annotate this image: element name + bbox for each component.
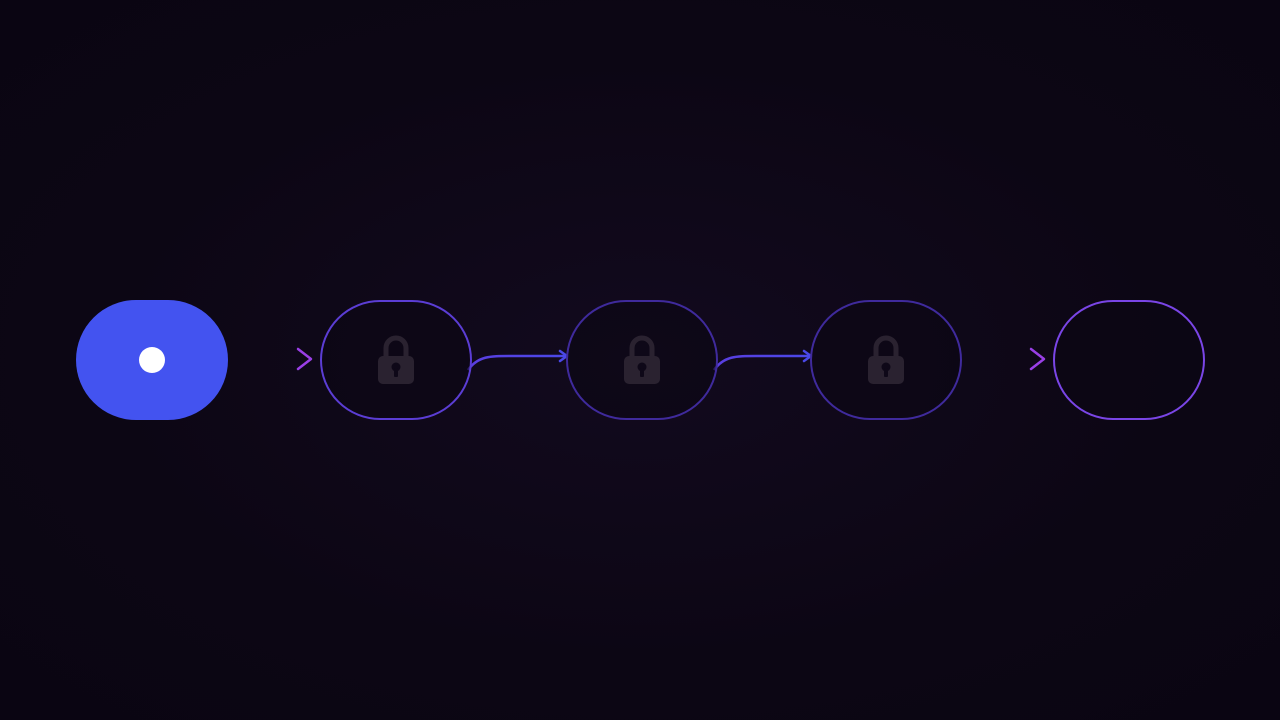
step-node-locked-1[interactable] [320,300,472,420]
step-node-locked-3[interactable] [810,300,962,420]
dot-icon [139,347,165,373]
step-node-locked-2[interactable] [566,300,718,420]
lock-icon [376,334,416,386]
connector-arrow-3 [712,349,813,371]
connector-arrow-2 [466,349,569,371]
lock-icon [622,334,662,386]
lock-icon [866,334,906,386]
step-node-current[interactable] [76,300,228,420]
connector-arrow-4 [960,347,1046,371]
step-node-final[interactable] [1053,300,1205,420]
connector-arrow-1 [228,347,313,371]
